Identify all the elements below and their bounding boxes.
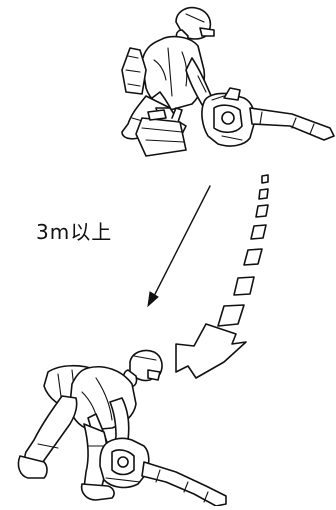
operator-refueling-icon bbox=[121, 6, 335, 157]
distance-label: 3m以上 bbox=[36, 220, 113, 244]
movement-path bbox=[175, 174, 269, 379]
distance-arrow bbox=[147, 185, 211, 308]
operator-starting-blower-icon bbox=[17, 349, 227, 507]
